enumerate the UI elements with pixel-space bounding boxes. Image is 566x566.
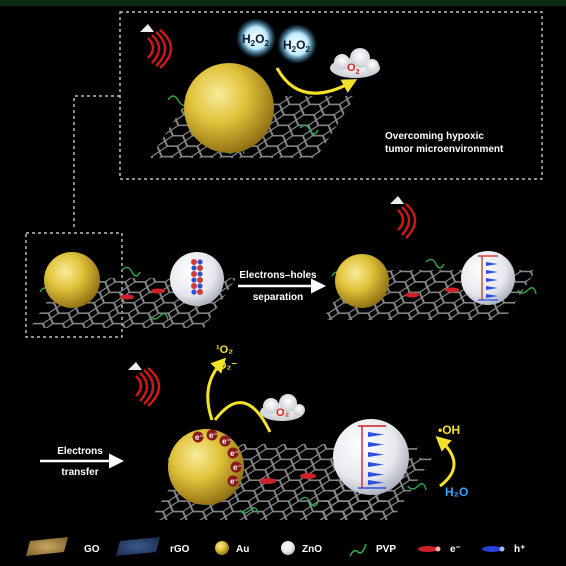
au-nanoparticle-bottom: [168, 429, 244, 505]
hydroxyl-label: •OH: [438, 423, 460, 437]
au-nanoparticle-top: [184, 63, 274, 153]
zoom-box: [25, 232, 123, 338]
electron-marker: [120, 294, 134, 300]
au-nanoparticle-middle-left: [44, 252, 100, 308]
electron-marker: [151, 288, 165, 294]
svg-text:O2: O2: [347, 62, 360, 76]
zno-nanoparticle-bottom: [333, 419, 409, 495]
legend-label: e⁻: [450, 544, 461, 555]
ros-generation-arrow: [206, 357, 227, 421]
legend-label: GO: [84, 544, 100, 555]
h2o2-label-left: H2O2: [242, 32, 269, 48]
legend-label: Au: [236, 544, 249, 555]
legend-label: ZnO: [302, 544, 322, 555]
svg-text:O₂: O₂: [276, 407, 290, 419]
svg-text:e⁻: e⁻: [230, 449, 239, 458]
go-sheet-icon: [26, 537, 68, 556]
superoxide-label: •O₂⁻: [214, 360, 237, 372]
singlet-oxygen-label: ¹O₂: [216, 344, 233, 356]
light-source-icon: [140, 24, 173, 69]
hole-icon: [482, 546, 505, 552]
o2-to-au-arrow: [213, 401, 272, 433]
electron-marker: [260, 478, 276, 484]
pvp-chain-icon: [349, 543, 367, 557]
electron-icon: [418, 546, 441, 552]
legend-label: PVP: [376, 544, 396, 555]
legend: GO rGO Au ZnO PVP e⁻ h⁺: [26, 537, 525, 557]
caption-line-2: tumor microenvironment: [385, 144, 504, 155]
svg-text:e⁻: e⁻: [233, 463, 242, 472]
h2o2-label-right: H2O2: [283, 38, 310, 54]
separation-label-1: Electrons–holes: [239, 270, 317, 281]
zno-nanoparticle-middle-left: [170, 252, 224, 306]
water-label: H₂O: [445, 485, 468, 499]
surface-electrons: e⁻ e⁻ e⁻ e⁻ e⁻ e⁻: [192, 429, 242, 487]
caption-line-1: Overcoming hypoxic: [385, 131, 484, 142]
h2o2-glow-right: [277, 24, 317, 64]
svg-text:e⁻: e⁻: [209, 431, 218, 440]
light-source-icon: [128, 362, 161, 407]
light-source-icon: [390, 196, 417, 239]
o2-cloud-bottom: O₂: [260, 394, 305, 421]
transfer-label-2: transfer: [61, 467, 98, 478]
o2-cloud-top: O2: [330, 48, 380, 78]
electron-marker: [300, 473, 316, 479]
svg-text:e⁻: e⁻: [222, 437, 231, 446]
transfer-label-1: Electrons: [57, 446, 103, 457]
svg-text:e⁻: e⁻: [195, 433, 204, 442]
separation-label-2: separation: [253, 292, 304, 303]
au-sphere-icon: [215, 541, 229, 555]
zno-nanoparticle-middle-right: [461, 251, 515, 305]
au-nanoparticle-middle-right: [335, 254, 389, 308]
water-oxidation-arrow: [435, 436, 456, 488]
zno-sphere-icon: [281, 541, 295, 555]
oxygen-generation-arrow: [275, 67, 358, 95]
electron-marker: [405, 292, 419, 298]
zoom-connector: [73, 95, 120, 228]
h2o2-glow-left: [236, 18, 276, 58]
legend-label: h⁺: [514, 544, 525, 555]
rgo-sheet-icon: [116, 537, 160, 556]
legend-label: rGO: [170, 544, 190, 555]
top-strip: [0, 0, 566, 6]
svg-text:e⁻: e⁻: [230, 477, 239, 486]
electron-marker: [445, 287, 459, 293]
